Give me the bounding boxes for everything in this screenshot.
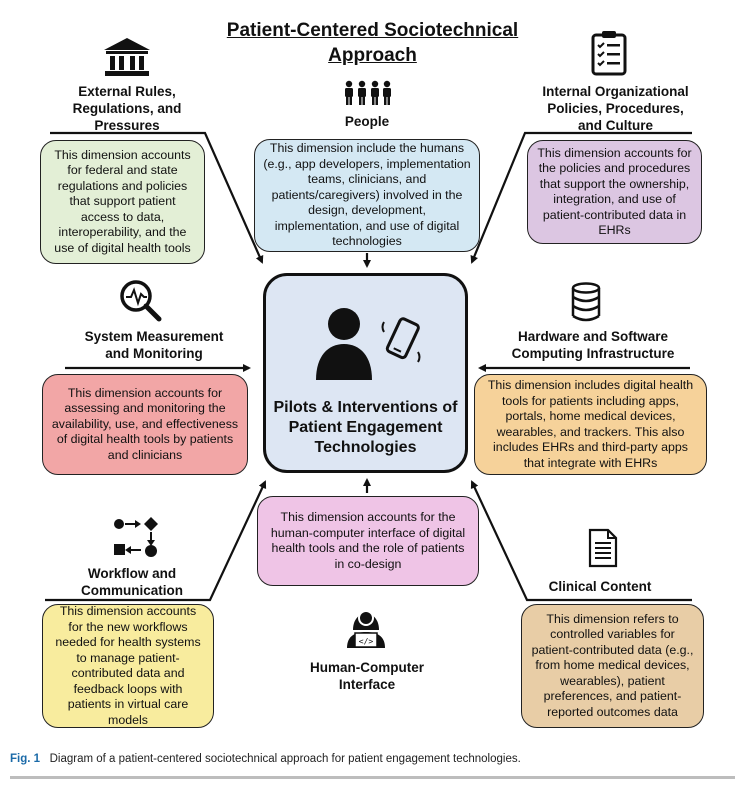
box-people: This dimension include the humans (e.g.,… <box>254 139 480 252</box>
caption-text: Diagram of a patient-centered sociotechn… <box>49 753 521 765</box>
center-label: Pilots & Interventions of Patient Engage… <box>266 398 465 458</box>
box-external: This dimension accounts for federal and … <box>40 140 205 264</box>
diagram-title: Patient-Centered Sociotechnical Approach <box>180 18 565 68</box>
box-measurement: This dimension accounts for assessing an… <box>42 374 248 475</box>
box-internal: This dimension accounts for the policies… <box>527 140 702 244</box>
body-hci: This dimension accounts for the human-co… <box>270 510 466 571</box>
heading-clinical-line-1: Clinical Content <box>548 579 652 594</box>
heading-hci: Human-Computer Interface <box>297 659 437 693</box>
heading-clinical: Clinical Content <box>535 578 665 595</box>
center-label-line-3: Technologies <box>314 439 417 456</box>
person-with-phone-icon <box>316 308 421 380</box>
arrow-internal <box>470 131 692 264</box>
body-clinical: This dimension refers to controlled vari… <box>531 611 694 719</box>
box-hci: This dimension accounts for the human-co… <box>257 496 479 586</box>
heading-people: People <box>317 113 417 130</box>
bottom-rule <box>10 776 735 779</box>
workflow-diagram-icon <box>114 517 158 557</box>
caption-label: Fig. 1 <box>10 753 41 765</box>
heading-workflow-line-2: Communication <box>80 583 183 598</box>
document-icon <box>588 528 618 568</box>
people-icon <box>345 80 391 105</box>
body-measurement: This dimension accounts for assessing an… <box>51 385 239 462</box>
heading-hardware-line-2: Computing Infrastructure <box>511 346 675 361</box>
box-clinical: This dimension refers to controlled vari… <box>521 604 704 728</box>
heading-hci-line-2: Interface <box>338 677 396 692</box>
heading-hardware: Hardware and Software Computing Infrastr… <box>498 328 688 362</box>
svg-text:</>: </> <box>359 637 374 646</box>
heading-measurement: System Measurement and Monitoring <box>70 328 238 362</box>
heading-workflow: Workflow and Communication <box>62 565 202 599</box>
heading-hardware-line-1: Hardware and Software <box>517 329 669 344</box>
heading-internal-line-1: Internal Organizational <box>542 84 689 99</box>
arrow-external <box>50 131 264 264</box>
title-line-2: Approach <box>328 45 417 66</box>
clipboard-checklist-icon <box>591 31 627 76</box>
arrow-workflow <box>45 480 267 602</box>
arrow-clinical <box>470 480 692 602</box>
heading-internal-line-2: Policies, Procedures, <box>547 101 684 116</box>
heading-external-line-3: Pressures <box>94 118 160 133</box>
heading-measurement-line-2: and Monitoring <box>105 346 203 361</box>
developer-at-laptop-icon: </> <box>347 610 385 648</box>
heading-workflow-line-1: Workflow and <box>87 566 177 581</box>
body-external: This dimension accounts for federal and … <box>54 147 191 255</box>
box-hardware: This dimension includes digital health t… <box>474 374 707 475</box>
body-hardware: This dimension includes digital health t… <box>487 378 694 470</box>
database-icon <box>571 282 601 322</box>
heading-hci-line-1: Human-Computer <box>310 660 424 675</box>
center-panel: Pilots & Interventions of Patient Engage… <box>263 273 468 473</box>
heading-measurement-line-1: System Measurement <box>84 329 224 344</box>
body-internal: This dimension accounts for the policies… <box>537 145 692 238</box>
title-line-1: Patient-Centered Sociotechnical <box>226 20 519 41</box>
center-label-line-2: Patient Engagement <box>288 419 443 436</box>
magnifier-heartbeat-icon <box>120 280 162 322</box>
heading-external-line-2: Regulations, and <box>72 101 182 116</box>
box-workflow: This dimension accounts for the new work… <box>42 604 214 728</box>
heading-internal-line-3: and Culture <box>577 118 653 133</box>
heading-internal: Internal Organizational Policies, Proced… <box>518 83 713 134</box>
body-people: This dimension include the humans (e.g.,… <box>263 141 471 249</box>
heading-people-line-1: People <box>344 114 390 129</box>
government-building-icon <box>104 38 150 76</box>
body-workflow: This dimension accounts for the new work… <box>55 604 201 727</box>
heading-external: External Rules, Regulations, and Pressur… <box>52 83 202 134</box>
figure-caption: Fig. 1 Diagram of a patient-centered soc… <box>10 752 735 767</box>
center-label-line-1: Pilots & Interventions of <box>273 399 458 416</box>
heading-external-line-1: External Rules, <box>78 84 176 99</box>
